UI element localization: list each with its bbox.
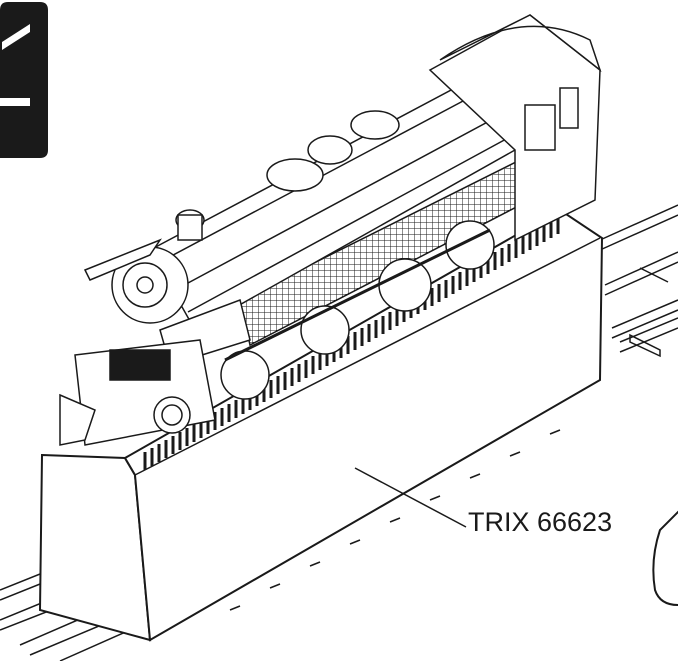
callout-leader-line: [354, 467, 467, 528]
steam-locomotive: [59, 14, 602, 446]
track-rails-right: [599, 204, 678, 358]
part-number-label: TRIX 66623: [468, 507, 613, 537]
step-badge-icon: [0, 2, 48, 158]
track-rails-left: [0, 565, 131, 661]
partial-outline: [652, 510, 678, 606]
